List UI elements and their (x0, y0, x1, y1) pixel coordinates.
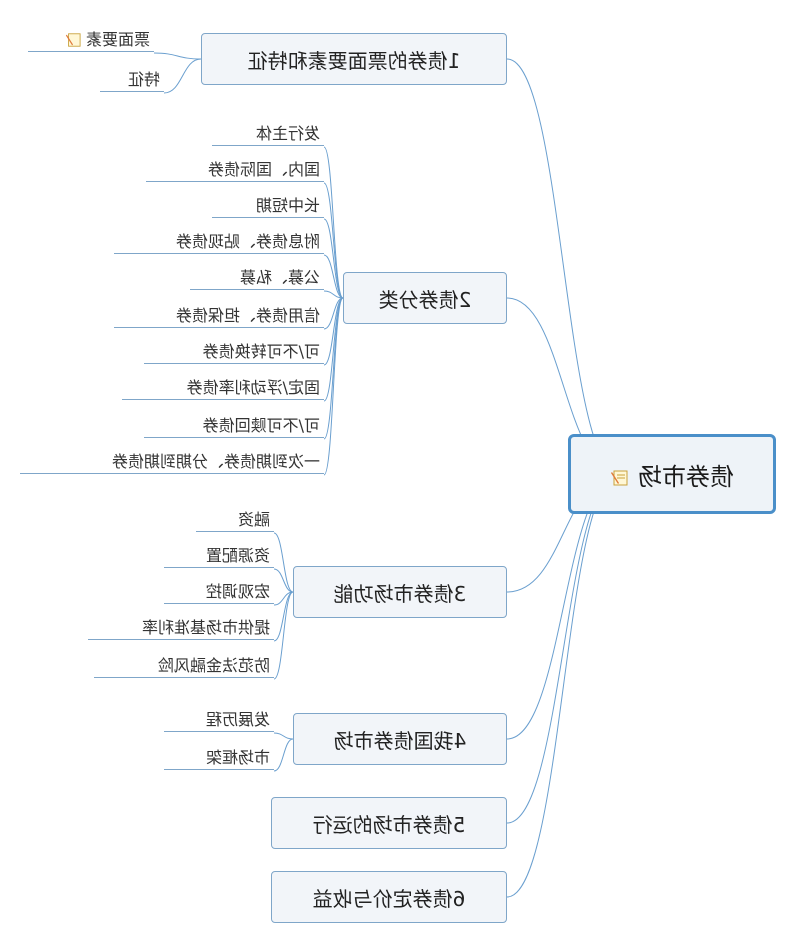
leaf-item[interactable]: 特征 (100, 70, 164, 92)
leaf-item[interactable]: 票面要素 (28, 30, 154, 52)
leaf-item[interactable]: 提供市场基准利率 (88, 618, 274, 640)
branch-label: 3债券市场功能 (333, 581, 467, 606)
connector-line (323, 218, 344, 299)
connector-line (506, 58, 621, 475)
connector-line (323, 254, 344, 299)
leaf-item[interactable]: 防范法金融风险 (94, 656, 274, 678)
leaf-item[interactable]: 发行主体 (212, 124, 324, 146)
connector-line (323, 146, 344, 299)
leaf-item[interactable]: 固定/浮动利率债券 (122, 378, 324, 400)
branch-node-2[interactable]: 2债券分类 (343, 272, 507, 324)
leaf-item[interactable]: 公募、私募 (190, 268, 324, 290)
branch-node-1[interactable]: 1债券的票面要素和特征 (201, 33, 507, 85)
connector-line (323, 182, 344, 299)
root-label: 债券市场 (638, 462, 734, 491)
branch-label: 2债券分类 (378, 287, 472, 312)
leaf-item[interactable]: 发展历程 (164, 710, 274, 732)
branch-node-5[interactable]: 5债券市场的运行 (271, 797, 507, 849)
branch-label: 4我国债券市场 (333, 728, 467, 753)
leaf-item[interactable]: 附息债券、贴现债券 (114, 232, 324, 254)
leaf-item[interactable]: 资源配置 (164, 546, 274, 568)
branch-node-4[interactable]: 4我国债券市场 (293, 713, 507, 765)
branch-node-6[interactable]: 6债券定价与收益 (271, 871, 507, 923)
connector-line (506, 473, 621, 824)
branch-label: 6债券定价与收益 (312, 886, 466, 911)
note-icon (610, 465, 628, 486)
root-node[interactable]: 债券市场 (568, 434, 776, 514)
connector-line (323, 297, 344, 366)
connector-line (323, 290, 344, 299)
connector-line (163, 58, 202, 94)
leaf-item[interactable]: 国内、国际债券 (146, 160, 324, 182)
leaf-item[interactable]: 长中短期 (212, 196, 324, 218)
leaf-item[interactable]: 融资 (196, 510, 274, 532)
connector-line (273, 532, 294, 593)
connector-line (323, 297, 344, 476)
leaf-item[interactable]: 可/不可赎回债券 (144, 416, 324, 438)
leaf-item[interactable]: 市场框架 (164, 748, 274, 770)
leaf-item[interactable]: 一次到期债券、分期到期债券 (20, 452, 324, 474)
branch-label: 5债券市场的运行 (312, 812, 466, 837)
leaf-item[interactable]: 信用债券、担保债券 (114, 306, 324, 328)
connector-line (273, 568, 294, 593)
branch-label: 1债券的票面要素和特征 (247, 48, 461, 73)
connector-line (323, 297, 344, 440)
connector-line (273, 738, 294, 772)
connector-line (273, 732, 294, 740)
leaf-item[interactable]: 可/不可转换债券 (144, 342, 324, 364)
note-icon (63, 32, 81, 50)
connector-line (273, 591, 294, 680)
connector-line (506, 473, 621, 898)
leaf-item[interactable]: 宏观调控 (164, 582, 274, 604)
branch-node-3[interactable]: 3债券市场功能 (293, 566, 507, 618)
connector-line (153, 52, 202, 60)
